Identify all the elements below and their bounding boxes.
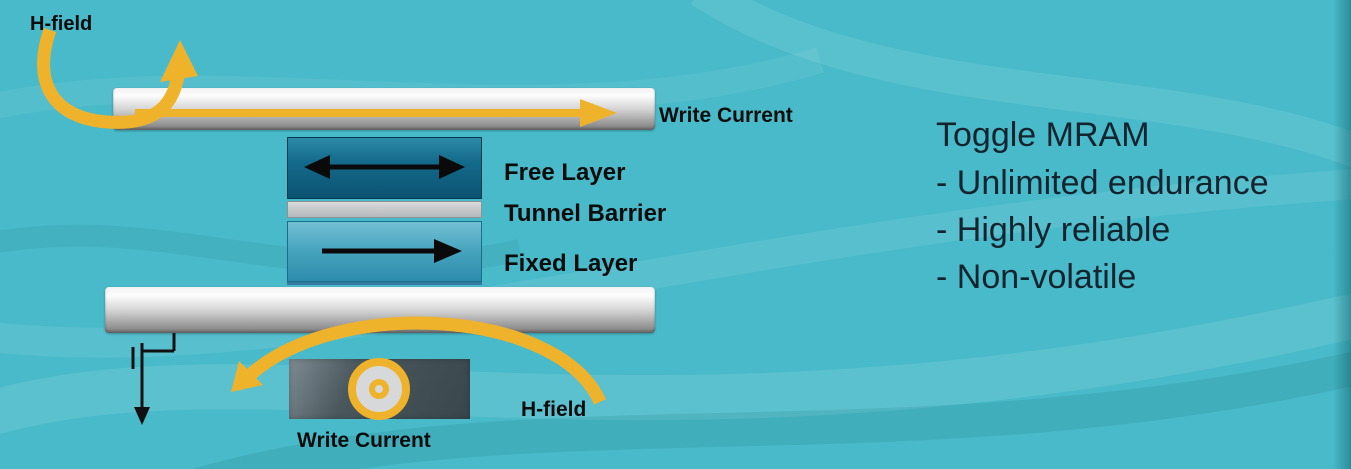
info-bullet-reliable: - Highly reliable <box>936 211 1171 249</box>
right-edge-shade <box>1333 0 1351 469</box>
fixed-layer-label: Fixed Layer <box>504 250 638 277</box>
h-field-arrow-top-icon <box>37 27 198 129</box>
h-field-label-top: H-field <box>30 13 93 35</box>
transistor-icon <box>131 333 176 425</box>
h-field-label-bottom: H-field <box>521 398 587 421</box>
free-layer-box <box>287 137 482 199</box>
h-field-arrow-bottom-icon <box>231 316 606 405</box>
write-current-label-bottom: Write Current <box>297 429 431 452</box>
info-title: Toggle MRAM <box>936 116 1150 154</box>
info-bullet-endurance: - Unlimited endurance <box>936 164 1269 202</box>
free-layer-bidirectional-arrow-icon <box>304 155 465 179</box>
fixed-layer-right-arrow-icon <box>322 239 462 263</box>
info-bullet-nonvolatile: - Non-volatile <box>936 258 1137 296</box>
free-layer-label: Free Layer <box>504 159 626 186</box>
write-current-arrow-top-icon <box>135 99 617 127</box>
fixed-layer-box <box>287 221 482 282</box>
write-current-label-top: Write Current <box>659 104 793 127</box>
info-panel: Toggle MRAM - Unlimited endurance - High… <box>936 112 1269 301</box>
tunnel-barrier-strip <box>287 201 482 218</box>
current-out-of-page-icon <box>348 358 410 420</box>
tunnel-barrier-label: Tunnel Barrier <box>504 200 667 227</box>
